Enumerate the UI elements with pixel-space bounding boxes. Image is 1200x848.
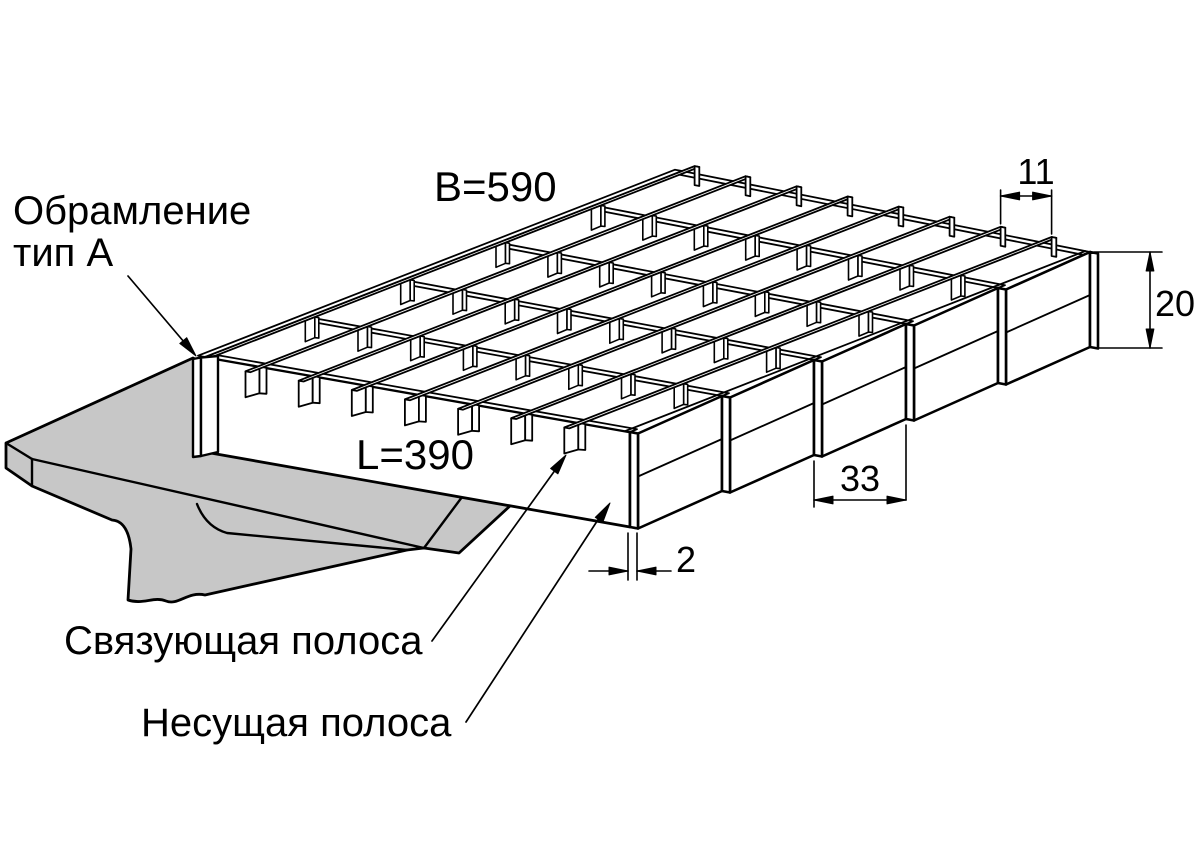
frame-type-a — [191, 168, 683, 459]
leader-binding-strip — [431, 454, 567, 642]
leader-framing — [127, 275, 197, 357]
grating-panel — [191, 165, 1100, 530]
dim-bar-thickness-value: 2 — [676, 539, 696, 580]
bearing-bar-ends-band — [628, 250, 1100, 530]
label-binding-strip: Связующая полоса — [64, 619, 423, 663]
dim-bar-pitch — [813, 424, 907, 508]
dim-bar-pitch-value: 33 — [840, 458, 880, 499]
label-framing-line2: тип А — [13, 231, 113, 275]
label-bearing-strip: Несущая полоса — [141, 701, 452, 745]
dim-bar-height-value: 20 — [1155, 283, 1195, 324]
label-panel-width: B=590 — [434, 163, 557, 210]
dim-strip-pitch-value: 11 — [1017, 151, 1054, 192]
label-framing-line1: Обрамление — [13, 189, 251, 233]
leader-bearing-strip — [465, 502, 611, 723]
binding-strip-rails — [204, 165, 1086, 432]
dimensions — [588, 189, 1163, 581]
labels: Обрамление тип А B=590 L=390 11 20 33 2 … — [13, 151, 1195, 745]
dim-bar-thickness — [588, 532, 672, 581]
i-beam — [4, 356, 513, 604]
label-panel-length: L=390 — [356, 431, 474, 478]
dim-strip-pitch — [999, 189, 1053, 235]
dim-bar-height — [1093, 251, 1163, 349]
leader-lines — [127, 275, 611, 723]
